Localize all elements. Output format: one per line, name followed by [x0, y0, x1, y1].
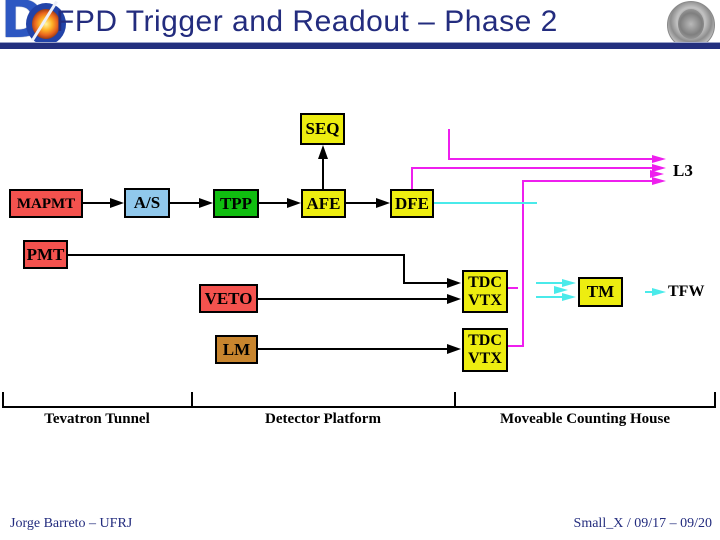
- l3-arrowhead-1: [652, 155, 666, 163]
- connector-pmt-horizontal: [68, 254, 405, 256]
- connector-tpp-afe: [259, 202, 287, 204]
- connector-veto-tdc1: [258, 298, 447, 300]
- tfw-arrowhead: [652, 288, 666, 296]
- ruler-tick-2: [191, 392, 193, 406]
- box-pmt-label: PMT: [26, 244, 65, 264]
- box-tdc1-line1: TDC: [468, 273, 502, 291]
- footer-slide-ref: Small_X / 09/17 – 09/20: [573, 516, 712, 531]
- box-veto: VETO: [199, 284, 258, 313]
- box-seq-label: SEQ: [305, 119, 340, 138]
- box-tdc-vtx-1: TDC VTX: [462, 270, 508, 313]
- tm-arrowhead-1: [562, 279, 576, 287]
- l3-stub-tdc2: [508, 345, 524, 347]
- title-underline: [0, 42, 720, 49]
- box-afe-label: AFE: [306, 193, 341, 213]
- d0-experiment-logo-icon: D: [0, 0, 74, 50]
- l3-line2-vertical-from-dfe: [411, 167, 413, 189]
- box-mapmt-label: MAPMT: [16, 195, 76, 212]
- endpoint-l3-label: L3: [673, 161, 693, 180]
- box-dfe-label: DFE: [395, 193, 429, 213]
- box-as-label: A/S: [133, 193, 161, 212]
- box-lm: LM: [215, 335, 258, 364]
- connector-as-tpp: [170, 202, 199, 204]
- box-pmt: PMT: [23, 240, 68, 269]
- box-tpp-label: TPP: [219, 193, 253, 213]
- l3-arrowhead-3: [650, 170, 664, 178]
- tfw-line: [645, 291, 655, 293]
- box-tm-label: TM: [586, 282, 615, 301]
- ruler-tick-1: [2, 392, 4, 406]
- l3-line1-vertical: [448, 129, 450, 160]
- arrowhead-veto-into-tdc1: [447, 294, 461, 304]
- footer-author: Jorge Barreto – UFRJ: [10, 516, 133, 531]
- connector-lm-tdc2: [258, 348, 447, 350]
- tdc-tm-line2: [536, 296, 564, 298]
- box-tm: TM: [578, 277, 623, 307]
- section-label-detector-platform: Detector Platform: [265, 411, 381, 427]
- tm-arrowhead-2: [554, 286, 568, 294]
- ruler-tick-4: [714, 392, 716, 406]
- box-veto-label: VETO: [204, 288, 253, 308]
- box-seq: SEQ: [300, 113, 345, 145]
- arrowhead-into-tpp: [199, 198, 213, 208]
- ruler-tick-3: [454, 392, 456, 406]
- box-tdc1-line2: VTX: [468, 291, 502, 309]
- arrowhead-lm-into-tdc2: [447, 344, 461, 354]
- section-label-tevatron-tunnel: Tevatron Tunnel: [44, 411, 150, 427]
- connector-mapmt-as: [83, 202, 114, 204]
- section-label-moveable-counting-house: Moveable Counting House: [499, 411, 670, 427]
- tdc-tm-line1: [536, 282, 564, 284]
- box-mapmt: MAPMT: [9, 189, 83, 218]
- box-tpp: TPP: [213, 189, 259, 218]
- slide-title: FPD Trigger and Readout – Phase 2: [56, 5, 558, 38]
- box-as: A/S: [124, 188, 170, 218]
- arrowhead-pmt-into-tdc1: [447, 278, 461, 288]
- arrowhead-into-afe: [287, 198, 301, 208]
- connector-pmt-tdc1: [403, 282, 447, 284]
- l3-arrowhead-4: [652, 177, 666, 185]
- dfe-timing-line: [434, 202, 537, 204]
- l3-line3-horizontal: [522, 180, 652, 182]
- ruler-baseline: [2, 406, 716, 408]
- l3-arrowhead-2: [652, 164, 666, 172]
- tm-arrowhead-3: [562, 293, 576, 301]
- l3-stub-tdc1: [508, 287, 518, 289]
- connector-afe-dfe: [346, 202, 376, 204]
- connector-afe-seq: [322, 157, 324, 189]
- box-lm-label: LM: [222, 339, 251, 359]
- arrowhead-into-seq: [318, 145, 328, 159]
- endpoint-tfw-label: TFW: [668, 283, 705, 300]
- box-afe: AFE: [301, 189, 346, 218]
- arrowhead-into-dfe: [376, 198, 390, 208]
- connector-pmt-vertical: [403, 254, 405, 283]
- box-tdc-vtx-2: TDC VTX: [462, 328, 508, 372]
- ufrj-seal-inner-icon: [678, 9, 704, 39]
- box-tdc2-line2: VTX: [468, 350, 502, 367]
- box-tdc2-line1: TDC: [468, 332, 502, 349]
- box-dfe: DFE: [390, 189, 434, 218]
- l3-line1-horizontal: [448, 158, 652, 160]
- arrowhead-into-as: [110, 198, 124, 208]
- l3-line3-vertical: [522, 180, 524, 347]
- l3-line2-horizontal: [411, 167, 652, 169]
